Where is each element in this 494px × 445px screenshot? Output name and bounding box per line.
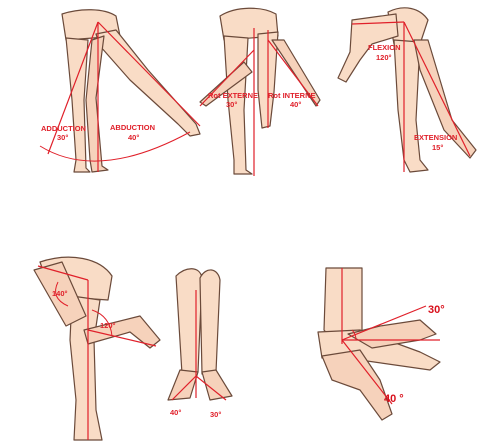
right-shin xyxy=(200,270,220,374)
left-foot xyxy=(168,370,198,400)
extension-value: 15° xyxy=(432,143,443,152)
panel-hip-flexion: FLEXION 120° EXTENSION 15° xyxy=(338,8,476,172)
left-shin xyxy=(176,269,202,374)
panel-knee-flexion: 140° 120° xyxy=(34,257,160,440)
panel-ankle: 30° 40 ° xyxy=(318,268,445,420)
flexion-value: 120° xyxy=(376,53,392,62)
plantarflexion-value: 40 ° xyxy=(384,393,404,405)
knee-flexion-value: 120° xyxy=(100,321,116,330)
extension-label: EXTENSION xyxy=(414,133,457,142)
abduction-label: ABDUCTION xyxy=(110,123,155,132)
internal-label: Rot INTERNE xyxy=(268,91,316,100)
flexion-label: FLEXION xyxy=(368,43,401,52)
panel-hip-abduction: ADDUCTION 30° ABDUCTION 40° xyxy=(40,10,200,172)
adduction-label: ADDUCTION xyxy=(41,124,86,133)
foot-left-value: 40° xyxy=(170,408,181,417)
foot-right-value: 30° xyxy=(210,410,221,419)
abduction-value: 40° xyxy=(128,133,139,142)
dorsiflexion-value: 30° xyxy=(428,304,445,316)
panel-foot-rotation: 40° 30° xyxy=(168,269,232,419)
hip-flexion-value: 140° xyxy=(52,289,68,298)
external-label: Rot EXTERNE xyxy=(208,91,258,100)
external-value: 30° xyxy=(226,100,237,109)
abduction-axis xyxy=(98,22,200,126)
right-leg xyxy=(96,30,200,136)
crossed-leg xyxy=(86,36,108,172)
panel-hip-rotation: Rot EXTERNE 30° Rot INTERNE 40° xyxy=(200,8,320,176)
adduction-value: 30° xyxy=(57,133,68,142)
internal-value: 40° xyxy=(290,100,301,109)
